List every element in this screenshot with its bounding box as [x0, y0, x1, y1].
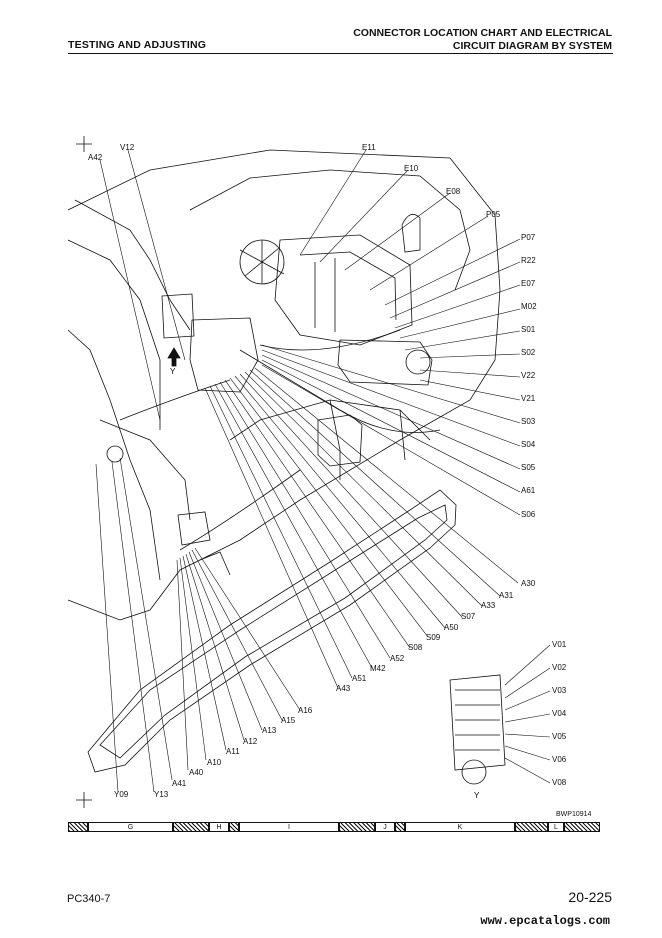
label-V03: V03 [552, 686, 567, 695]
page-number: 20-225 [568, 889, 612, 905]
label-A10: A10 [207, 758, 222, 767]
label-A43: A43 [336, 684, 351, 693]
grid-cell-I: I [239, 822, 339, 832]
label-S04: S04 [521, 440, 536, 449]
grid-cell-K: K [405, 822, 515, 832]
label-E11: E11 [362, 143, 376, 152]
view-arrow-label: Y [170, 367, 176, 376]
label-S08: S08 [408, 643, 423, 652]
label-A12: A12 [243, 737, 258, 746]
label-S02: S02 [521, 348, 536, 357]
header-rule [68, 53, 613, 54]
label-M42: M42 [370, 664, 386, 673]
page-heading-line2: CIRCUIT DIAGRAM BY SYSTEM [452, 40, 612, 52]
label-M02: M02 [521, 302, 537, 311]
label-A52: A52 [390, 654, 405, 663]
page-heading-line1: CONNECTOR LOCATION CHART AND ELECTRICAL [353, 27, 612, 39]
crosshair-bottom [76, 792, 92, 808]
label-Y13: Y13 [154, 790, 169, 799]
label-S03: S03 [521, 417, 536, 426]
label-S01: S01 [521, 325, 536, 334]
label-A16: A16 [298, 706, 313, 715]
section-title: TESTING AND ADJUSTING [68, 39, 207, 51]
grid-cell-G: G [88, 822, 173, 832]
label-Y09: Y09 [114, 790, 129, 799]
label-V04: V04 [552, 709, 567, 718]
label-A41: A41 [172, 779, 187, 788]
label-S06: S06 [521, 510, 536, 519]
grid-hatch [339, 822, 375, 832]
label-V06: V06 [552, 755, 567, 764]
grid-hatch [515, 822, 548, 832]
label-A51: A51 [352, 674, 367, 683]
label-A30: A30 [521, 579, 536, 588]
detail-view-label: Y [474, 791, 480, 800]
crosshair-top [76, 136, 92, 152]
label-V22: V22 [521, 371, 536, 380]
label-A61: A61 [521, 486, 536, 495]
label-A15: A15 [281, 716, 296, 725]
label-A33: A33 [481, 601, 496, 610]
grid-cell-H: H [209, 822, 229, 832]
label-V12: V12 [120, 143, 135, 152]
label-V21: V21 [521, 394, 536, 403]
grid-hatch [229, 822, 239, 832]
leader-lines [95, 149, 551, 793]
machine-model: PC340-7 [67, 893, 111, 905]
grid-hatch [68, 822, 88, 832]
label-V02: V02 [552, 663, 567, 672]
label-A31: A31 [499, 591, 514, 600]
grid-hatch [173, 822, 209, 832]
label-E10: E10 [404, 164, 419, 173]
label-V08: V08 [552, 778, 567, 787]
page-heading: CONNECTOR LOCATION CHART AND ELECTRICAL … [353, 27, 612, 53]
label-R22: R22 [521, 256, 536, 265]
label-A50: A50 [444, 623, 459, 632]
label-P05: P05 [486, 210, 501, 219]
label-V05: V05 [552, 732, 567, 741]
grid-hatch [395, 822, 405, 832]
label-S05: S05 [521, 463, 536, 472]
label-S07: S07 [461, 612, 476, 621]
grid-hatch [564, 822, 600, 832]
grid-cell-L: L [548, 822, 564, 832]
label-A11: A11 [226, 747, 240, 756]
label-A42: A42 [88, 153, 103, 162]
website-link[interactable]: www.epcatalogs.com [480, 914, 610, 928]
label-A13: A13 [262, 726, 277, 735]
label-V01: V01 [552, 640, 567, 649]
label-S09: S09 [426, 633, 441, 642]
grid-cell-J: J [375, 822, 395, 832]
machine-outline [67, 136, 506, 808]
label-P07: P07 [521, 233, 536, 242]
label-A40: A40 [189, 768, 204, 777]
grid-reference-strip: G H I J K L [68, 822, 600, 832]
label-E07: E07 [521, 279, 536, 288]
label-E08: E08 [446, 187, 461, 196]
drawing-code: BWP10914 [556, 811, 592, 818]
